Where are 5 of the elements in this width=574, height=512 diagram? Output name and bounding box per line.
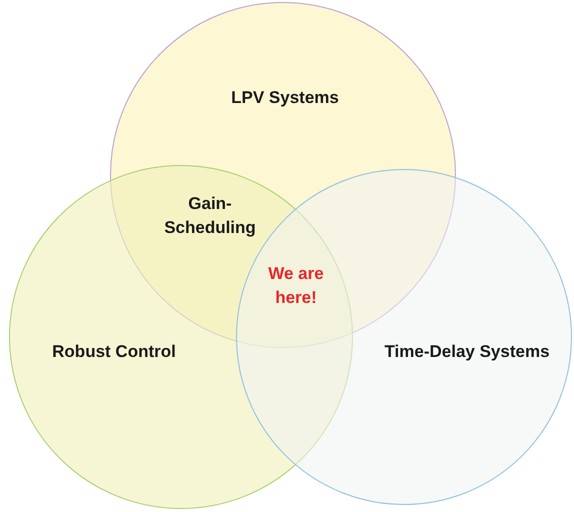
set-label: LPV Systems [231,88,339,108]
overlap-label: We are here! [267,263,325,309]
set-label: Time-Delay Systems [384,342,550,362]
set-label: Robust Control [52,342,176,362]
overlap-label: Gain-Scheduling [163,193,257,239]
